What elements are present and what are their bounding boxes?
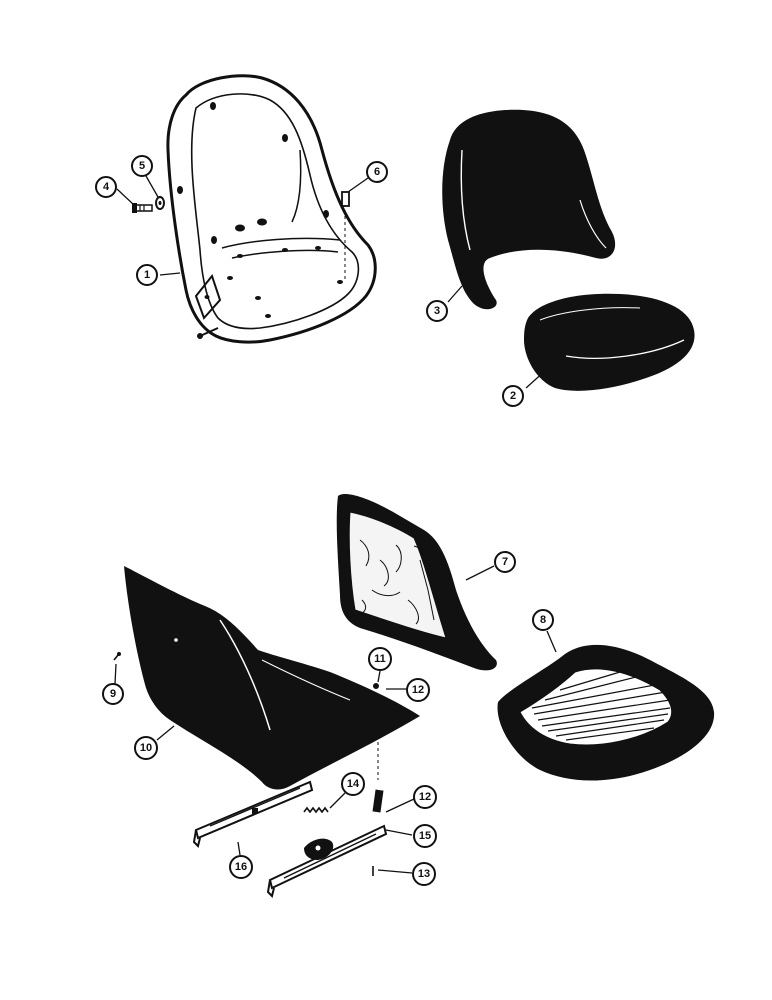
back-cushion-part-7 [336,494,497,671]
nut-part-11 [373,683,379,780]
callout-14: 14 [341,772,365,796]
callout-15: 15 [413,824,437,848]
callout-10-label: 10 [140,742,152,754]
callout-7-label: 7 [502,556,508,568]
bolt-part-4 [132,203,153,213]
callout-9: 9 [102,683,124,705]
callout-12-upper: 12 [406,678,430,702]
callout-13-label: 13 [418,868,430,880]
callout-9-label: 9 [110,688,116,700]
spacer-part-6 [341,191,350,280]
callout-11-label: 11 [374,653,386,665]
callout-12-lower-label: 12 [419,791,431,803]
callout-12-upper-label: 12 [412,684,424,696]
screw-part-9 [113,652,121,661]
callout-14-label: 14 [347,778,360,790]
callout-5: 5 [131,155,153,177]
seat-cushion-part-2 [524,293,695,391]
callout-4-label: 4 [103,181,110,193]
callout-5-label: 5 [139,160,145,172]
callout-1-label: 1 [144,269,150,281]
back-cushion-part-3 [442,109,616,310]
callout-2-label: 2 [510,390,516,402]
callout-7: 7 [494,551,516,573]
callout-3-label: 3 [434,305,440,317]
callout-1: 1 [136,264,158,286]
callout-13: 13 [412,862,436,886]
seat-cushion-part-8 [497,644,715,781]
callout-3: 3 [426,300,448,322]
callout-15-label: 15 [419,830,431,842]
callout-6: 6 [366,161,388,183]
seat-pan-part-10 [124,566,420,790]
seat-shell-part-1 [166,74,377,344]
callout-6-label: 6 [374,166,380,178]
callout-8: 8 [532,609,554,631]
callout-16: 16 [229,855,253,879]
rail-part-16 [192,780,314,848]
washer-part-5 [155,196,165,210]
callout-4: 4 [95,176,117,198]
callout-10: 10 [134,736,158,760]
callout-2: 2 [502,385,524,407]
callout-11: 11 [368,647,392,671]
leader-lines [114,175,557,874]
callout-16-label: 16 [235,861,247,873]
spring-part-14 [303,806,329,814]
callout-8-label: 8 [540,614,546,626]
stud-part-12 [372,789,384,813]
rail-part-15 [266,824,388,898]
callout-12-lower: 12 [413,785,437,809]
